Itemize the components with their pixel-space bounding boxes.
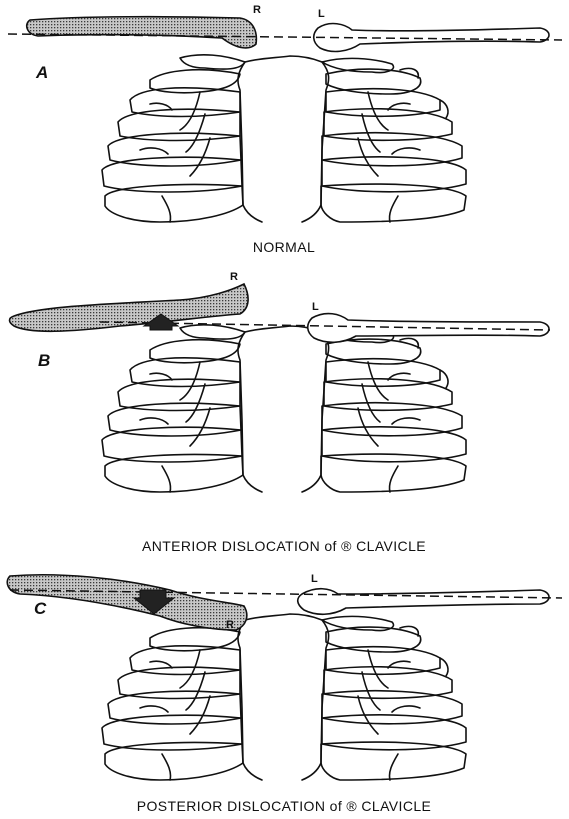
- panel-c-caption: POSTERIOR DISLOCATION of ® CLAVICLE: [137, 798, 432, 814]
- panel-a-right-clavicle: [27, 17, 257, 48]
- panel-c-right-label: R: [226, 619, 234, 631]
- panel-c: C R L POSTERIOR DISLOCATION of ® CLAVICL…: [7, 573, 562, 814]
- panel-c-left-label: L: [311, 573, 318, 585]
- panel-b-thorax: [102, 325, 466, 492]
- panel-a-left-label: L: [318, 8, 325, 20]
- panel-b: B R L ANTERIOR DISLOCATION of ® CLAVICLE: [10, 271, 551, 554]
- panel-a: A R L NORMAL: [8, 4, 562, 255]
- panel-b-right-label: R: [230, 271, 238, 283]
- panel-a-thorax: [102, 55, 466, 222]
- panel-b-left-label: L: [312, 301, 319, 313]
- panel-c-left-clavicle: [298, 589, 549, 615]
- panel-a-letter: A: [35, 63, 48, 82]
- panel-b-letter: B: [38, 351, 50, 370]
- panel-b-caption: ANTERIOR DISLOCATION of ® CLAVICLE: [142, 538, 426, 554]
- panel-c-thorax: [102, 613, 466, 780]
- panel-a-right-label: R: [253, 4, 261, 16]
- panel-a-caption: NORMAL: [253, 239, 315, 255]
- panel-c-letter: C: [34, 599, 47, 618]
